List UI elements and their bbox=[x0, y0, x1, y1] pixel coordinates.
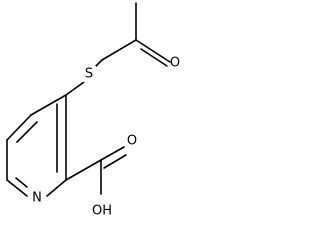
bond-ketone-c-o bbox=[135, 39, 171, 63]
bond-ring-c3-c4 bbox=[30, 94, 67, 116]
ring-nitrogen-atom-label: N bbox=[32, 191, 42, 206]
sulfur-atom-label: S bbox=[85, 67, 93, 82]
hydroxyl-atom-label: OH bbox=[92, 204, 112, 219]
sulfur-label-bg bbox=[82, 66, 96, 82]
thioether-chain bbox=[65, 2, 171, 96]
bond-ring-c4-c5-inner bbox=[16, 121, 38, 143]
bond-carboxyl-c-o-double bbox=[103, 154, 127, 169]
bond-ring-c4-c5 bbox=[6, 114, 32, 141]
bond-ch2-carbonyl bbox=[101, 39, 137, 61]
carbonyl-oxygen-atom-label: O bbox=[127, 134, 137, 149]
bond-ketone-c-o-double bbox=[140, 48, 168, 67]
bond-ring-c6-n1 bbox=[6, 179, 28, 197]
bond-carboxyl-c-o bbox=[100, 146, 125, 161]
chemical-structure-diagram: S O N O OH bbox=[6, 2, 180, 219]
carboxylic-acid-group bbox=[65, 146, 127, 195]
bond-s-ch2 bbox=[94, 59, 103, 68]
bond-c3-s bbox=[65, 81, 85, 96]
bond-ring-n1-c2 bbox=[46, 179, 67, 197]
atom-labels: S O N O OH bbox=[32, 56, 180, 219]
pyridine-ring bbox=[6, 94, 67, 197]
ketone-oxygen-atom-label: O bbox=[170, 56, 180, 71]
bond-c2-carboxyl bbox=[65, 159, 102, 181]
bond-ring-c6-n1-inner bbox=[15, 177, 28, 188]
